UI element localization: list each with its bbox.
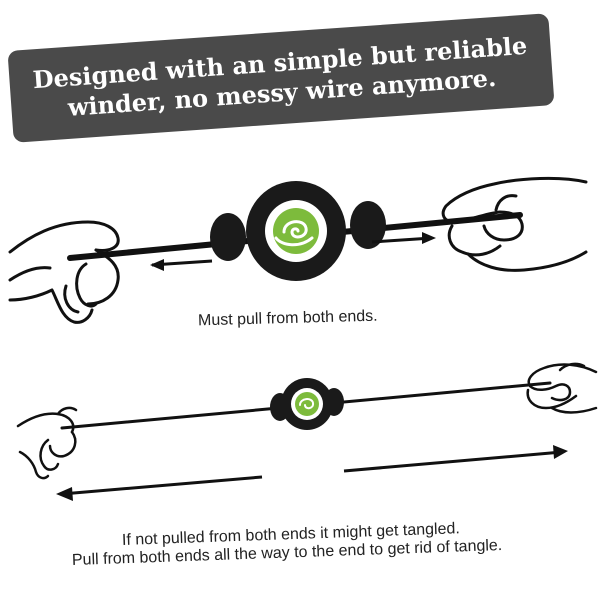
- hand-right-icon: [441, 176, 588, 272]
- illustration-top: [8, 176, 588, 324]
- hand-left-icon: [8, 220, 120, 324]
- arrow-left-icon: [150, 259, 213, 271]
- arrow-left-icon: [56, 475, 263, 501]
- hand-right-icon: [526, 362, 598, 414]
- winder-icon: [270, 378, 344, 430]
- winder-icon: [210, 181, 386, 281]
- illustration-bottom: [16, 362, 598, 501]
- arrow-right-icon: [371, 232, 436, 244]
- hand-left-icon: [16, 406, 78, 480]
- arrow-right-icon: [343, 445, 568, 473]
